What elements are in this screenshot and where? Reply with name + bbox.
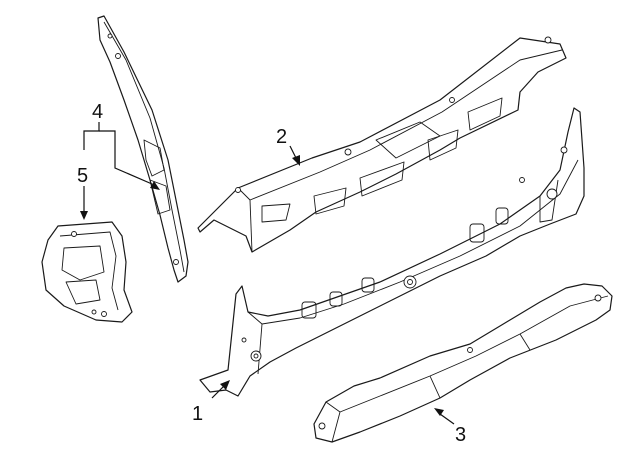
callout-leaders xyxy=(80,122,455,425)
callout-1: 1 xyxy=(192,403,203,425)
wheelhouse-bracket xyxy=(41,221,133,323)
callout-5: 5 xyxy=(77,165,88,187)
pillar-panel xyxy=(97,15,189,283)
upper-rear-panel xyxy=(197,36,567,253)
callout-3: 3 xyxy=(455,424,466,446)
rear-body-panel xyxy=(199,107,585,397)
lower-reinforcement xyxy=(313,283,613,443)
callout-4: 4 xyxy=(92,101,103,123)
callout-2: 2 xyxy=(276,126,287,148)
